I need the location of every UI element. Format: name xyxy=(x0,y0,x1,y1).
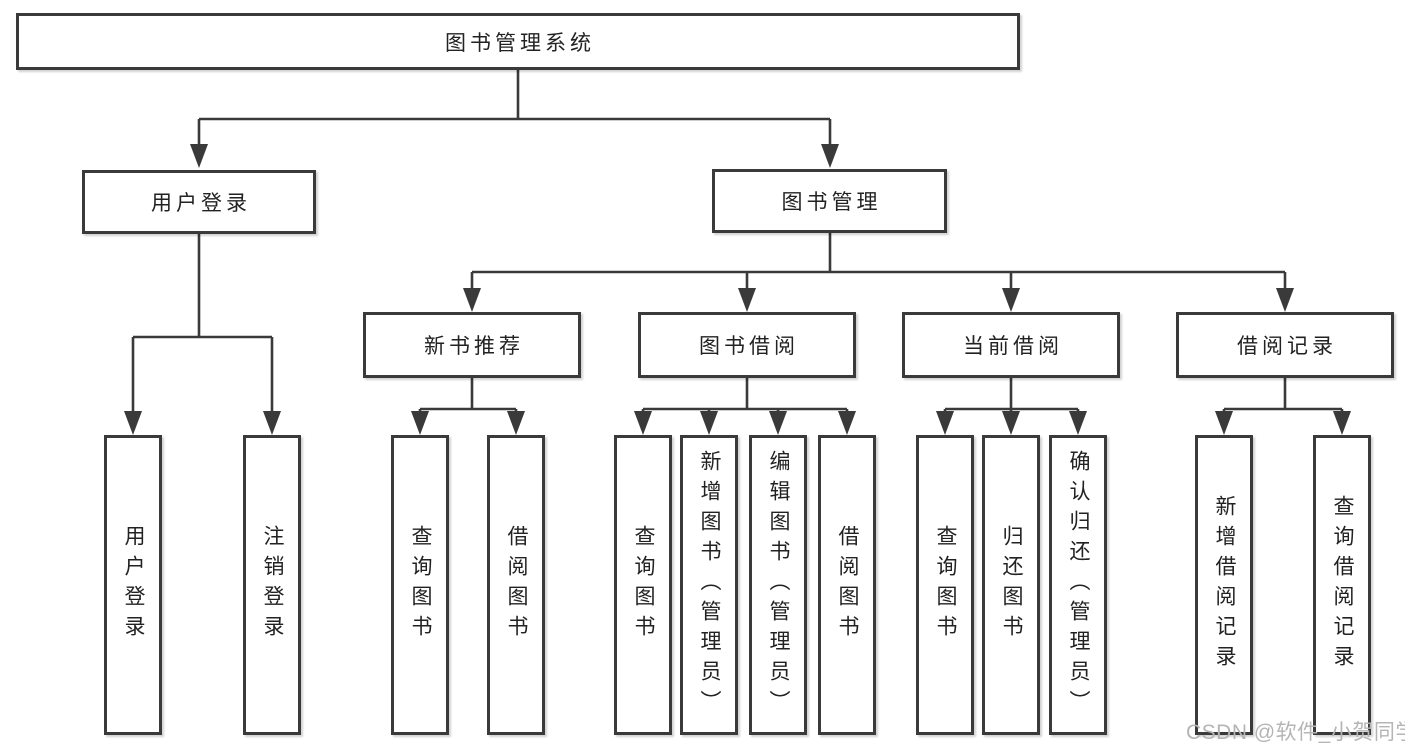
node-current-borrow: 当前借阅 xyxy=(902,312,1120,378)
node-book-borrow-label: 图书借阅 xyxy=(699,335,799,358)
leaf-edit-book-admin-label: 编辑图书（管理员） xyxy=(767,450,790,720)
connector-group-borrow-records xyxy=(1222,378,1344,414)
node-book-management-label: 图书管理 xyxy=(781,191,882,214)
node-user-login: 用户登录 xyxy=(82,170,316,234)
leaf-return-book-label: 归还图书 xyxy=(1000,525,1023,645)
leaf-query-books-borrow: 查询图书 xyxy=(614,435,672,735)
leaf-borrow-books-recommend: 借阅图书 xyxy=(487,435,545,735)
leaf-add-borrow-record: 新增借阅记录 xyxy=(1195,435,1253,735)
leaf-query-books-recommend-label: 查询图书 xyxy=(409,525,432,645)
leaf-query-borrow-record-label: 查询借阅记录 xyxy=(1331,495,1354,675)
leaf-user-login: 用户登录 xyxy=(104,435,162,735)
leaf-confirm-return-admin: 确认归还（管理员） xyxy=(1049,435,1107,735)
leaf-add-book-admin-label: 新增图书（管理员） xyxy=(698,450,721,720)
node-root: 图书管理系统 xyxy=(16,13,1020,70)
node-current-borrow-label: 当前借阅 xyxy=(963,335,1063,358)
connector-group-book-management xyxy=(470,233,1287,292)
connector-group-current-borrow xyxy=(943,378,1080,414)
node-new-book-recommend-label: 新书推荐 xyxy=(424,335,524,358)
node-book-management: 图书管理 xyxy=(712,169,947,233)
leaf-logout: 注销登录 xyxy=(243,435,301,735)
leaf-borrow-books-recommend-label: 借阅图书 xyxy=(505,525,528,645)
connector-group-book-borrow xyxy=(641,378,849,414)
connector-group-new-book xyxy=(418,378,518,414)
node-borrow-records-label: 借阅记录 xyxy=(1237,335,1337,358)
leaf-query-books-borrow-label: 查询图书 xyxy=(632,525,655,645)
leaf-add-book-admin: 新增图书（管理员） xyxy=(680,435,738,735)
node-new-book-recommend: 新书推荐 xyxy=(363,312,581,378)
leaf-query-books-current: 查询图书 xyxy=(916,435,974,735)
leaf-query-borrow-record: 查询借阅记录 xyxy=(1313,435,1371,735)
leaf-confirm-return-admin-label: 确认归还（管理员） xyxy=(1067,450,1090,720)
arrowheads xyxy=(124,144,1351,435)
leaf-return-book: 归还图书 xyxy=(982,435,1040,735)
csdn-watermark: CSDN @软件_小贺同学 xyxy=(1186,721,1405,744)
leaf-logout-label: 注销登录 xyxy=(261,525,284,645)
node-root-label: 图书管理系统 xyxy=(445,31,595,55)
leaf-query-books-recommend: 查询图书 xyxy=(391,435,449,735)
node-user-login-label: 用户登录 xyxy=(151,192,251,215)
leaf-edit-book-admin: 编辑图书（管理员） xyxy=(749,435,807,735)
leaf-add-borrow-record-label: 新增借阅记录 xyxy=(1213,495,1236,675)
connector-group-user-login xyxy=(131,233,274,414)
leaf-query-books-current-label: 查询图书 xyxy=(934,525,957,645)
leaf-user-login-label: 用户登录 xyxy=(122,525,145,645)
leaf-borrow-books-label: 借阅图书 xyxy=(836,525,859,645)
leaf-borrow-books: 借阅图书 xyxy=(818,435,876,735)
node-borrow-records: 借阅记录 xyxy=(1176,312,1394,378)
connector-group-root xyxy=(197,70,832,150)
node-book-borrow: 图书借阅 xyxy=(638,312,856,378)
